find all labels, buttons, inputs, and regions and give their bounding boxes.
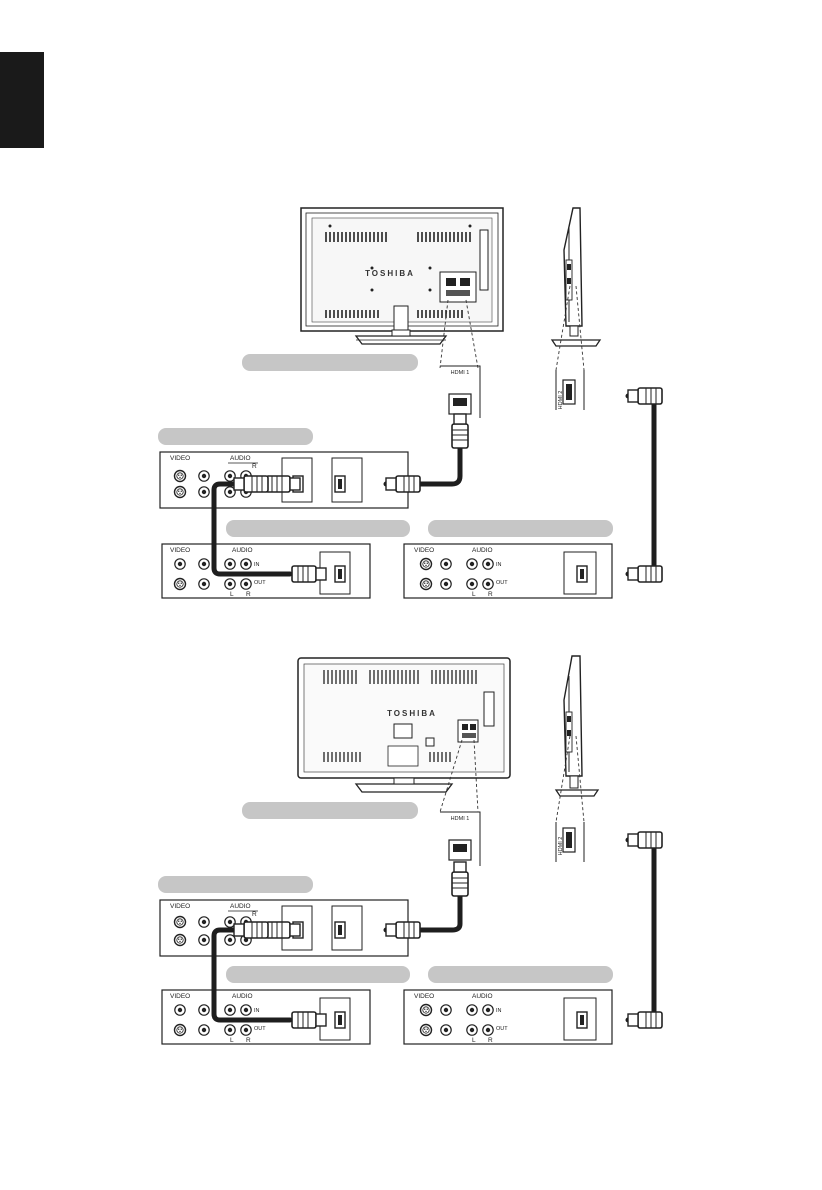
out-label: OUT xyxy=(496,1026,508,1032)
r-label: R xyxy=(252,911,257,918)
brand-logo-bottom: TOSHIBA xyxy=(387,709,437,718)
hdmi-plug-icon xyxy=(265,921,301,939)
audio-label: AUDIO xyxy=(472,993,493,1000)
device-source-right-bottom: VIDEO AUDIO IN OUT L R xyxy=(403,989,613,1045)
label-bar-bottom-2 xyxy=(158,876,313,893)
device-source-right-top: VIDEO AUDIO IN OUT L R xyxy=(403,543,613,599)
audio-label: AUDIO xyxy=(232,547,253,554)
hdmi2-label-bottom: HDMI 2 xyxy=(558,837,564,856)
in-label: IN xyxy=(254,562,260,568)
hdmi-plug-icon xyxy=(265,475,301,493)
l-label: L xyxy=(472,591,476,598)
out-label: OUT xyxy=(254,580,266,586)
section-bottom: TOSHIBA H xyxy=(158,655,663,1045)
video-label: VIDEO xyxy=(170,547,190,554)
hdmi-plug-icon xyxy=(627,831,663,849)
tv-side-bottom xyxy=(554,655,600,797)
side-tab xyxy=(0,52,44,148)
out-label: OUT xyxy=(254,1026,266,1032)
hdmi1-callout-bottom: HDMI 1 xyxy=(440,811,481,866)
hdmi2-label-top: HDMI 2 xyxy=(558,391,564,410)
r-label: R xyxy=(488,1037,493,1044)
r-label: R xyxy=(246,591,251,598)
label-bar-top-2 xyxy=(158,428,313,445)
l-label: L xyxy=(230,591,234,598)
hdmi-plug-icon xyxy=(291,565,327,583)
hdmi-plug-icon xyxy=(627,387,663,405)
device-source-left-bottom: VIDEO AUDIO IN OUT L R xyxy=(161,989,371,1045)
label-bar-top-4 xyxy=(428,520,613,537)
hdmi-plug-icon xyxy=(451,861,469,897)
in-label: IN xyxy=(496,1008,502,1014)
tv-side-top xyxy=(550,207,602,347)
hdmi2-callout-top: HDMI 2 xyxy=(555,370,585,410)
l-label: L xyxy=(472,1037,476,1044)
audio-label: AUDIO xyxy=(230,455,251,462)
hdmi-plug-icon xyxy=(451,413,469,449)
label-bar-bottom-1 xyxy=(242,802,418,819)
hdmi-plug-icon xyxy=(233,475,269,493)
audio-label: AUDIO xyxy=(230,903,251,910)
hdmi-plug-icon xyxy=(627,1011,663,1029)
hdmi2-callout-bottom: HDMI 2 xyxy=(555,822,585,862)
video-label: VIDEO xyxy=(170,903,190,910)
r-label: R xyxy=(252,463,257,470)
brand-logo-top: TOSHIBA xyxy=(365,269,415,278)
r-label: R xyxy=(488,591,493,598)
r-label: R xyxy=(246,1037,251,1044)
label-bar-top-3 xyxy=(226,520,410,537)
video-label: VIDEO xyxy=(170,993,190,1000)
section-top: TOSHIBA xyxy=(158,207,663,599)
in-label: IN xyxy=(254,1008,260,1014)
hdmi-plug-icon xyxy=(233,921,269,939)
hdmi-plug-icon xyxy=(627,565,663,583)
audio-label: AUDIO xyxy=(232,993,253,1000)
hdmi1-label-top: HDMI 1 xyxy=(451,370,470,376)
label-bar-top-1 xyxy=(242,354,418,371)
device-av-receiver-bottom: VIDEO AUDIO R xyxy=(159,899,409,957)
video-label: VIDEO xyxy=(414,547,434,554)
audio-label: AUDIO xyxy=(472,547,493,554)
hdmi-plug-icon xyxy=(385,475,421,493)
hdmi-plug-icon xyxy=(291,1011,327,1029)
device-source-left-top: VIDEO AUDIO IN OUT L R xyxy=(161,543,371,599)
hdmi-plug-icon xyxy=(385,921,421,939)
tv-back-top: TOSHIBA xyxy=(300,207,504,345)
l-label: L xyxy=(230,1037,234,1044)
video-label: VIDEO xyxy=(170,455,190,462)
in-label: IN xyxy=(496,562,502,568)
label-bar-bottom-4 xyxy=(428,966,613,983)
tv-back-bottom: TOSHIBA xyxy=(297,657,511,793)
hdmi1-label-bottom: HDMI 1 xyxy=(451,816,470,822)
out-label: OUT xyxy=(496,580,508,586)
video-label: VIDEO xyxy=(414,993,434,1000)
hdmi1-callout-top: HDMI 1 xyxy=(440,365,481,418)
label-bar-bottom-3 xyxy=(226,966,410,983)
